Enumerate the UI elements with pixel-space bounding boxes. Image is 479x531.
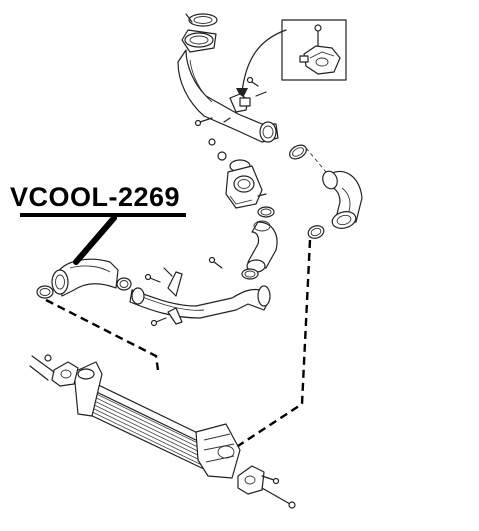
hose-clamp-middle <box>257 206 275 218</box>
right-elbow-hose <box>322 170 363 229</box>
mount-left <box>29 354 79 387</box>
part-number-label: VCOOL-2269 <box>10 182 181 212</box>
bolts-top <box>185 13 216 146</box>
hose-clamp-left-mid <box>116 277 132 291</box>
intercooler <box>73 361 241 479</box>
hose-clamp-middle-lower <box>241 268 259 280</box>
hose-clamp-right <box>307 225 325 239</box>
hose-clamp-upper <box>289 144 307 160</box>
detail-inset <box>236 19 347 100</box>
hose-clamp-left <box>36 285 54 299</box>
bolts-middle <box>144 256 223 327</box>
lower-charge-pipe <box>129 271 271 325</box>
labelled-intercooler-hose <box>51 258 119 297</box>
throttle-body-middle <box>217 151 267 209</box>
middle-hose <box>246 220 278 273</box>
leader-line <box>73 215 117 265</box>
mount-right <box>237 465 296 509</box>
upper-charge-pipe <box>177 13 279 143</box>
